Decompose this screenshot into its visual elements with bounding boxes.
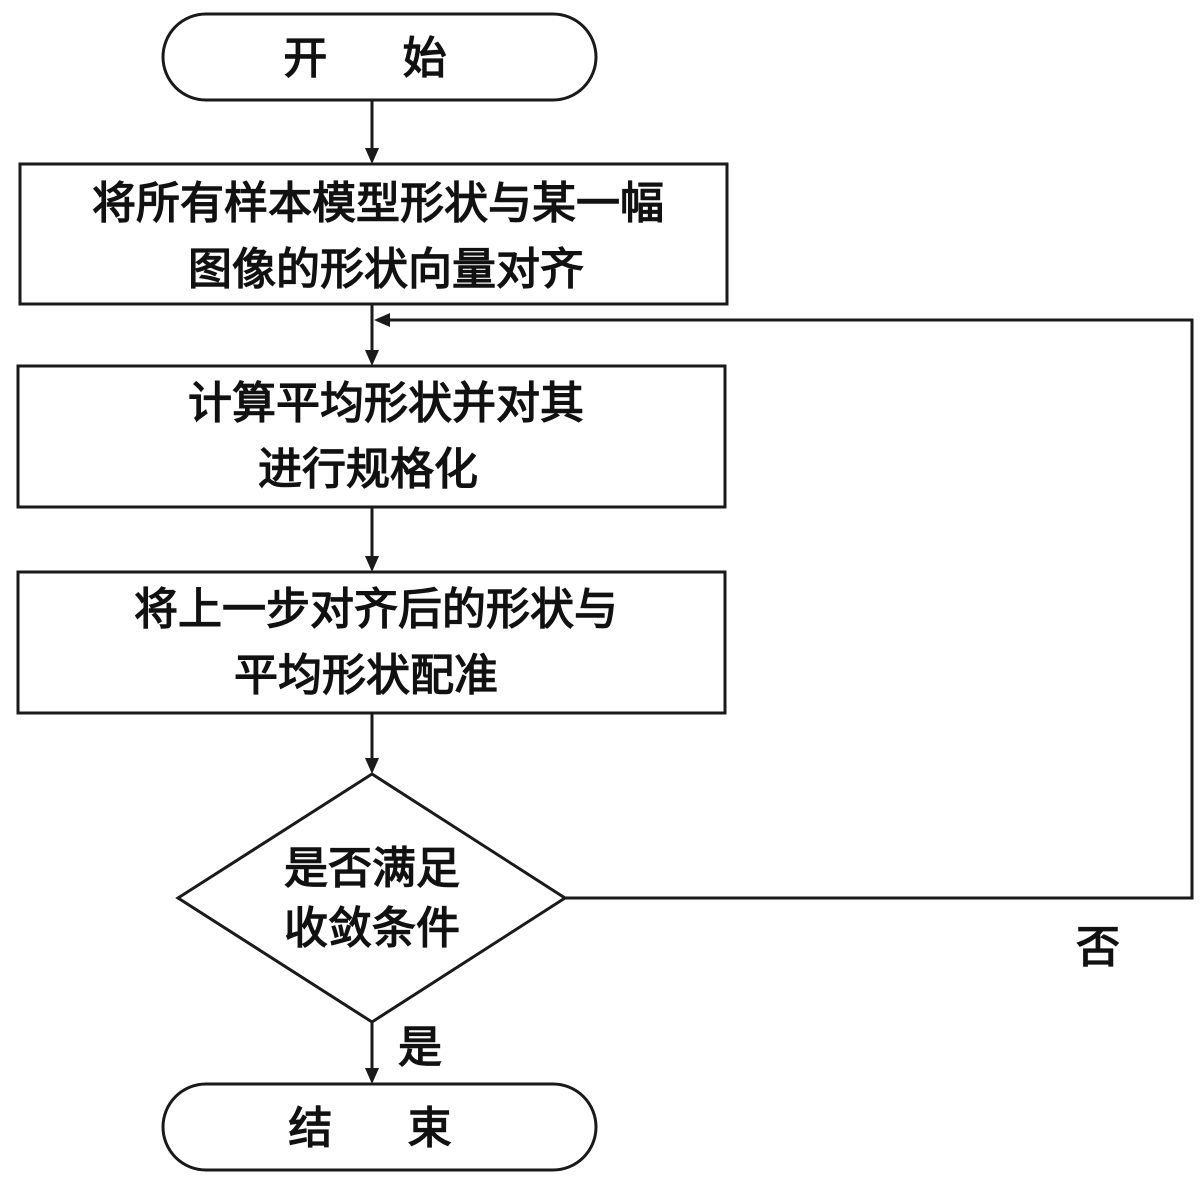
no-label: 否 bbox=[1076, 922, 1120, 973]
mean-step-line-2: 进行规格化 bbox=[258, 444, 478, 495]
edge-decision-no-loop bbox=[388, 318, 1194, 900]
align-step-shape bbox=[18, 162, 729, 306]
align-step-node: 将所有样本模型形状与某一幅 图像的形状向量对齐 bbox=[18, 162, 729, 306]
arrowhead-decision-end bbox=[365, 1068, 379, 1084]
mean-step-line-1: 计算平均形状并对其 bbox=[188, 378, 584, 429]
align-step-line-1: 将所有样本模型形状与某一幅 bbox=[92, 178, 664, 229]
decision-line-2: 收敛条件 bbox=[284, 903, 460, 954]
arrowhead-mean-register bbox=[365, 556, 379, 572]
arrowhead-loop-back bbox=[374, 313, 390, 327]
arrowhead-register-decision bbox=[365, 758, 379, 774]
yes-label: 是 bbox=[398, 1022, 442, 1073]
register-step-line-1: 将上一步对齐后的形状与 bbox=[134, 584, 618, 635]
end-node: 结 束 bbox=[161, 1082, 598, 1172]
start-node: 开 始 bbox=[161, 12, 598, 102]
start-shape bbox=[161, 12, 598, 102]
register-step-shape bbox=[16, 570, 727, 715]
mean-step-node: 计算平均形状并对其 进行规格化 bbox=[16, 364, 727, 509]
decision-line-1: 是否满足 bbox=[284, 843, 460, 894]
align-step-line-2: 图像的形状向量对齐 bbox=[188, 244, 584, 295]
register-step-line-2: 平均形状配准 bbox=[234, 650, 498, 701]
decision-shape bbox=[175, 772, 568, 1024]
start-label: 开 始 bbox=[283, 33, 476, 84]
arrowhead-align-mean bbox=[365, 350, 379, 366]
decision-node: 是否满足 收敛条件 bbox=[175, 772, 568, 1024]
register-step-node: 将上一步对齐后的形状与 平均形状配准 bbox=[16, 570, 727, 715]
end-shape bbox=[161, 1082, 598, 1172]
end-label: 结 束 bbox=[288, 1103, 481, 1154]
arrowhead-start-align bbox=[365, 148, 379, 164]
